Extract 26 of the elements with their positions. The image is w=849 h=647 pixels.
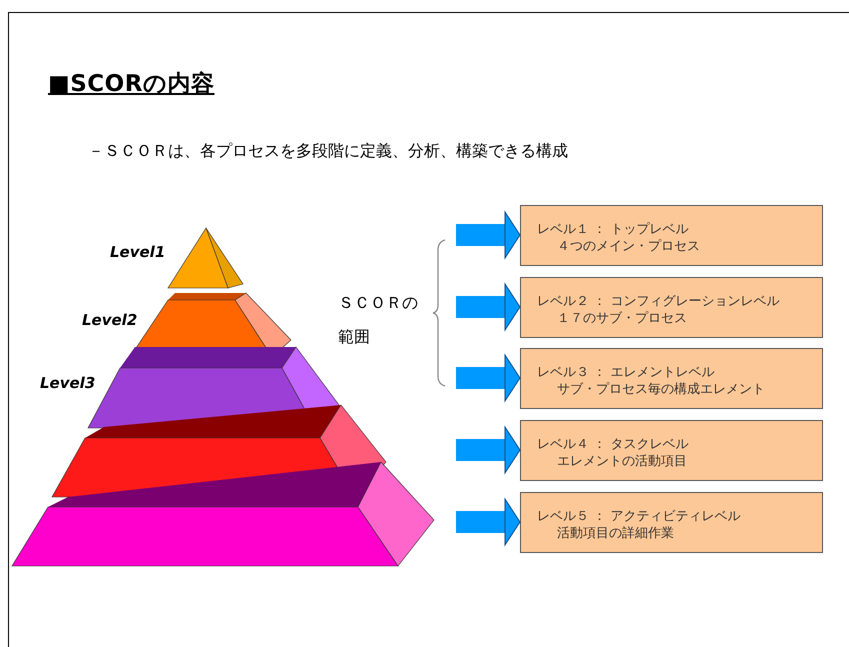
level-description: 活動項目の詳細作業 — [557, 525, 674, 542]
block-arrow — [456, 354, 520, 402]
block-arrow — [456, 284, 520, 330]
block-arrow — [456, 426, 520, 474]
level-label: Level2 — [82, 311, 138, 329]
block-arrow — [456, 498, 520, 546]
level-label: Level1 — [110, 243, 166, 261]
level-heading: レベル４ ： タスクレベル — [537, 436, 688, 453]
subtitle: －ＳＣＯＲは、各プロセスを多段階に定義、分析、構築できる構成 — [88, 141, 568, 162]
block-arrow — [456, 212, 520, 258]
level-heading: レベル１ ： トップレベル — [537, 221, 688, 238]
level-box — [520, 348, 823, 409]
level-description: １７のサブ・プロセス — [557, 310, 687, 327]
level-label: Level3 — [40, 374, 96, 392]
level-box — [520, 277, 823, 338]
level-box — [520, 492, 823, 553]
level-description: ４つのメイン・プロセス — [557, 238, 700, 255]
level-heading: レベル３ ： エレメントレベル — [537, 364, 714, 381]
scope-label: ＳＣＯＲの範囲 — [338, 292, 418, 348]
level-box — [520, 205, 823, 266]
level-description: サブ・プロセス毎の構成エレメント — [557, 381, 765, 398]
level-heading: レベル２ ： コンフィグレーションレベル — [537, 293, 780, 310]
level-box — [520, 420, 823, 481]
title: ■SCORの内容 — [48, 70, 214, 99]
level-heading: レベル５ ： アクティビティレベル — [537, 508, 740, 525]
level-description: エレメントの活動項目 — [557, 453, 687, 470]
